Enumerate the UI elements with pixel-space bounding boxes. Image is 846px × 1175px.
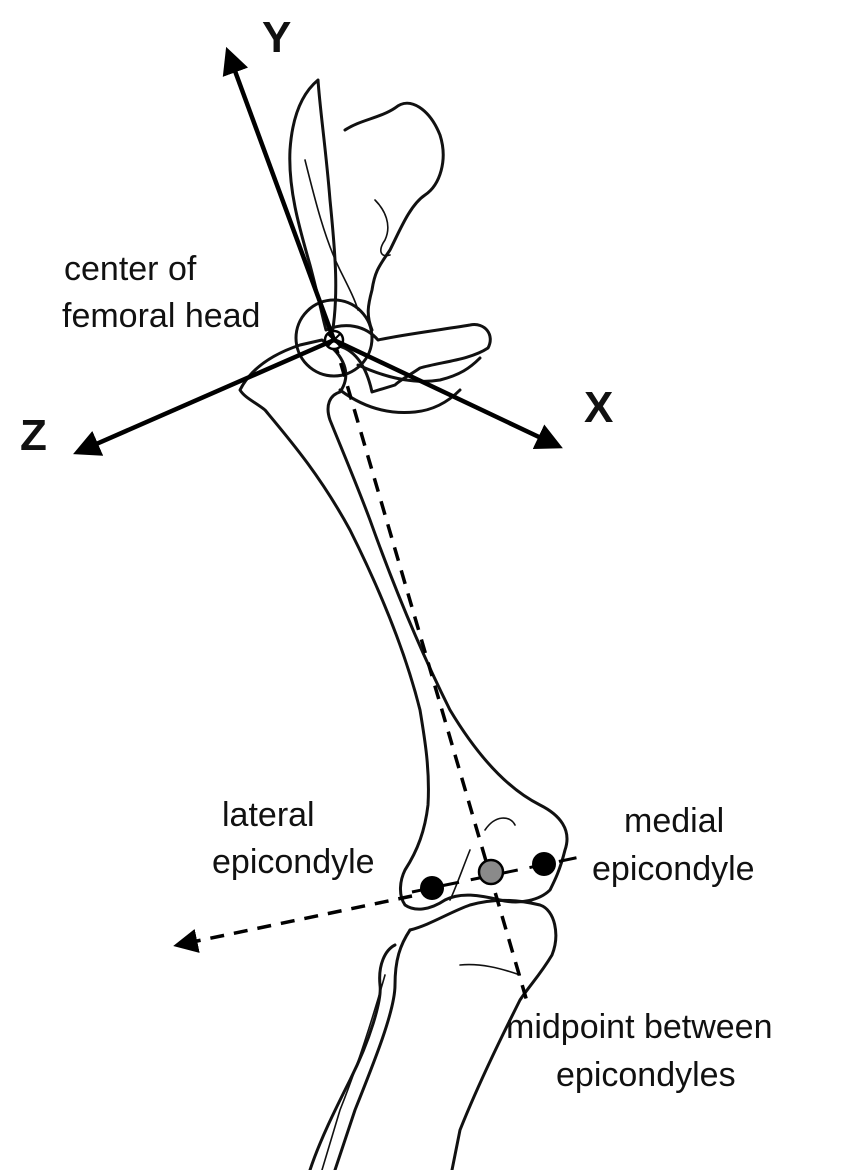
medial-epicondyle-label-line2: epicondyle [592,850,755,888]
medial-epicondyle-label-line1: medial [624,802,724,840]
z-axis-arrow [78,340,334,452]
lateral-epicondyle-label-line1: lateral [222,796,315,834]
lateral-epicondyle-label-line2: epicondyle [212,843,375,881]
pelvis-outline [290,80,491,413]
lateral-projection-arrow [178,896,412,945]
center-femoral-head-label-line1: center of [64,250,197,288]
y-axis-label: Y [262,13,291,62]
medial-epicondyle-marker [532,852,556,876]
z-axis-label: Z [20,411,47,460]
midpoint-label-line2: epicondyles [556,1056,736,1094]
x-axis-arrow [334,340,558,446]
midpoint-label-line1: midpoint between [506,1008,773,1046]
midpoint-marker [479,860,503,884]
lateral-epicondyle-marker [420,876,444,900]
center-femoral-head-label-line2: femoral head [62,297,260,335]
x-axis-label: X [584,383,613,432]
